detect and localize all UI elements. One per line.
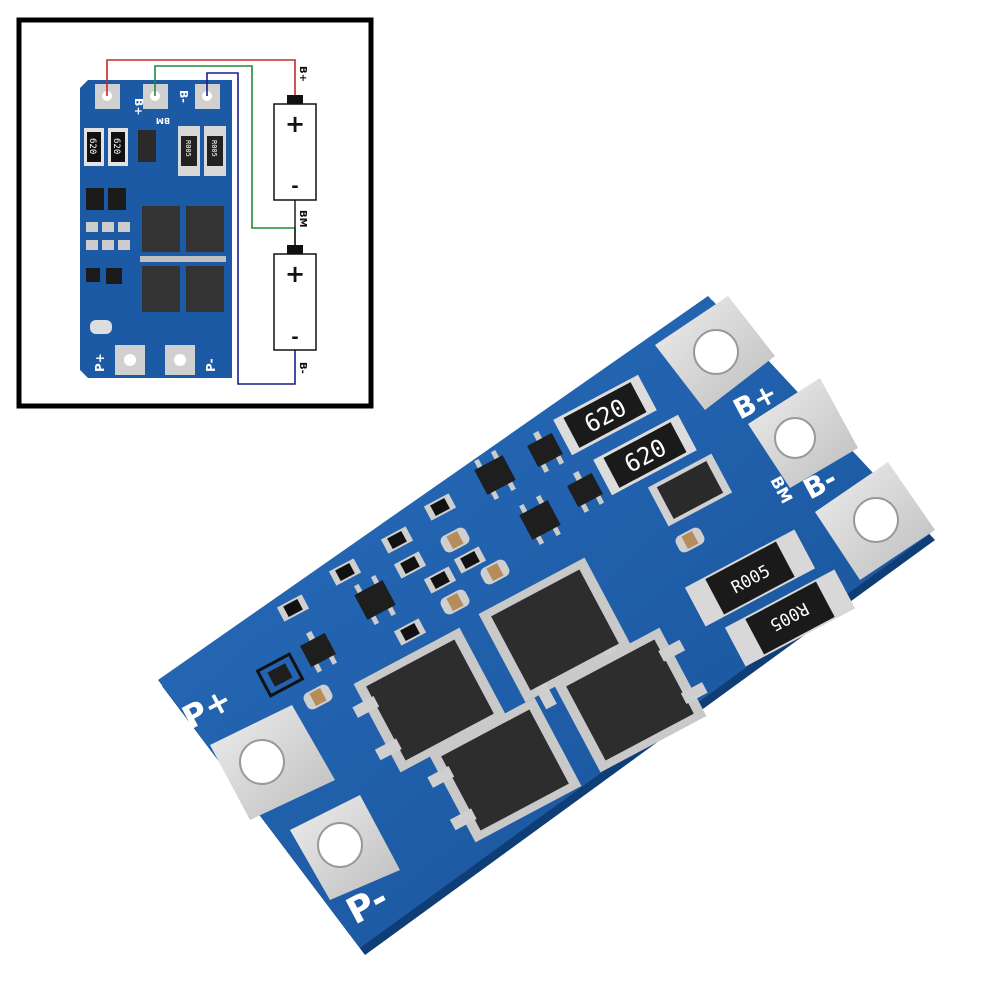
diagram-board-bplus-label: B+ [132,98,145,116]
diagram-board: B+ B- BM 620 620 R005 R005 [80,80,232,378]
resistor-620-b: 620 [593,414,697,496]
diagram-board-pplus-label: P+ [93,353,107,372]
diagram-resistor-620-b: 620 [111,138,121,154]
resistor-r005-b: R005 [724,569,856,667]
diagram-resistor-r005-a: R005 [184,140,192,157]
terminal-bminus-label: B- [297,362,308,374]
pad-bminus [748,378,858,488]
pad-pminus [290,795,400,900]
wire-bplus [106,59,296,96]
diagram-resistor-r005-b: R005 [210,140,218,157]
wire-bminus [206,72,296,385]
ic-sot-6 [300,630,338,673]
battery-bottom-minus: - [291,327,298,348]
diagram-board-bm-label: BM [156,116,170,125]
battery-bottom-plus: + [285,260,305,288]
diode [647,453,733,527]
battery-top-plus: + [285,110,305,138]
pad-bm [815,462,935,580]
diagram-board-pminus-label: P- [204,358,218,372]
ic-sot-1 [474,449,516,501]
resistor-r005-a: R005 [684,529,816,627]
ic-sot-7 [255,652,305,698]
wiring-diagram: B+ B- BM 620 620 R005 R005 [16,17,374,409]
mosfet-2 [553,627,708,773]
ic-sot-3 [567,470,605,513]
terminal-bm-label: BM [297,210,308,228]
pad-bplus [655,296,775,410]
resistor-620-a: 620 [553,374,657,456]
battery-bottom: + - [273,245,317,351]
ic-sot-2 [527,430,565,473]
ic-sot-5 [354,574,396,626]
bms-board: B+ B- BM P+ P- 620 620 R005 [158,296,935,955]
battery-top: + - [273,95,317,201]
diagram-resistor-620-a: 620 [87,138,97,154]
pad-pplus [210,705,335,820]
diagram-board-bminus-label: B- [177,90,190,103]
terminal-bplus-label: B+ [297,66,308,82]
battery-top-minus: - [291,176,298,197]
passive-chips [276,493,705,710]
mosfet-4 [427,697,582,843]
ic-sot-4 [519,494,561,546]
